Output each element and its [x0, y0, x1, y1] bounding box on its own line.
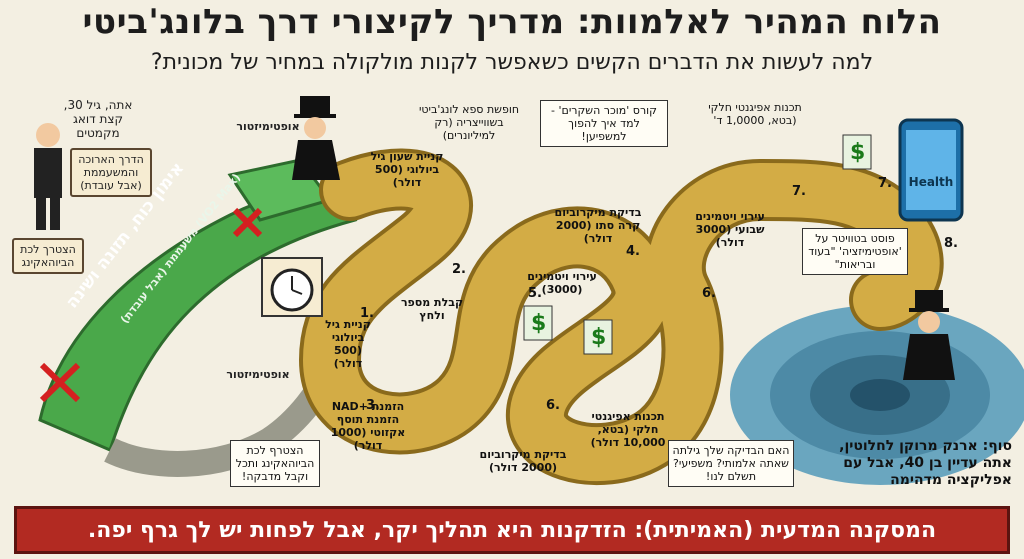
- space-2-label: קבלת מספר ולחץ: [400, 296, 464, 322]
- sinking-man: [903, 290, 955, 380]
- post-note: פוסט בטוויטר על 'אופטימיזציה' "בעוד וברי…: [802, 228, 908, 275]
- page-title: הלוח המהיר לאלמוות: מדריך לקיצורי דרך בל…: [82, 2, 942, 42]
- space-number: 6.: [546, 398, 560, 413]
- space-6-label: תכנות אפיגנטי חלקי (בטא, 10,000 דולר): [590, 410, 666, 449]
- space-number: 2.: [452, 262, 466, 277]
- test-note: האם הבדיקה שלך גילתה שאתה אלמותי? משפיעי…: [668, 440, 794, 487]
- conclusion-text: המסקנה המדעית (האמיתית): הזדקנות היא תהל…: [87, 517, 937, 543]
- red-x-mark: [39, 207, 263, 403]
- space-1b-label: קניית שעון גיל ביולוגי (500 דולר): [370, 150, 444, 189]
- space-3b-label: בדיקת מיקרוביום (2000 דולר): [479, 448, 567, 474]
- man-label: אתה, גיל 30, קצת דואג מקמטים: [63, 98, 133, 140]
- svg-text:$: $: [850, 140, 865, 165]
- page-subtitle: למה לעשות את הדברים הקשים כשאפשר לקנות מ…: [150, 50, 874, 75]
- space-4-label: בדיקת מיקרוביום קרה סתו (2000 דולר): [554, 206, 642, 245]
- space-3-label: הזמנת +NAD הזמנת תוסף אקזוטי (1000 דולר): [330, 400, 406, 452]
- space-number: 3.: [366, 398, 380, 413]
- health-app-label: Health: [908, 175, 954, 189]
- optimizer-tag-2: אופטימיזטור: [226, 368, 290, 381]
- optimizer-tag: אופטימיזטור: [236, 120, 300, 133]
- space-number: 4.: [626, 244, 640, 259]
- vacation-note: חופשת ספא לונג'ביטי בשווייצריה (רק למילי…: [418, 103, 520, 142]
- course-note: קורס 'מוכר השקרים' - למד איך להפוך למשפי…: [540, 100, 668, 147]
- space-number: 7.: [792, 184, 806, 199]
- space-number: 5.: [528, 286, 542, 301]
- space-number: 7.: [878, 176, 892, 191]
- space-number: 8.: [944, 236, 958, 251]
- epigenetic-note: תכנות אפיגנטי חלקי (בטא, 1,0000 ד': [708, 101, 802, 127]
- dollar-bag-icon: $ $ $: [523, 134, 872, 355]
- finale-text: סוף: ארנק מרוקן לחלוטין, אתה עדיין בן 40…: [839, 438, 1012, 488]
- svg-text:$: $: [531, 311, 546, 336]
- hard-path-sign: הדרך הארוכה והמשעממת (אבל עובדת): [70, 148, 152, 197]
- space-1-label: קניית גיל ביולוגי (500 דולר): [325, 318, 371, 370]
- cult-note: הצטרף לכת הביוהאקינג ותכל וקבל מדבקה!: [230, 440, 320, 487]
- svg-text:$: $: [591, 325, 606, 350]
- space-6b-label: עירוי ויטמינים שבועי (3000 דולר): [695, 210, 765, 249]
- young-man: [34, 123, 62, 230]
- space-number: 1.: [360, 306, 374, 321]
- cult-sign: הצטרך לכת הביוהאקינג: [12, 238, 84, 274]
- top-hat-man: [292, 96, 340, 180]
- conclusion-banner: המסקנה המדעית (האמיתית): הזדקנות היא תהל…: [14, 506, 1010, 554]
- space-5-label: עירוי ויטמינים (3000): [527, 270, 597, 296]
- space-number: 6.: [702, 286, 716, 301]
